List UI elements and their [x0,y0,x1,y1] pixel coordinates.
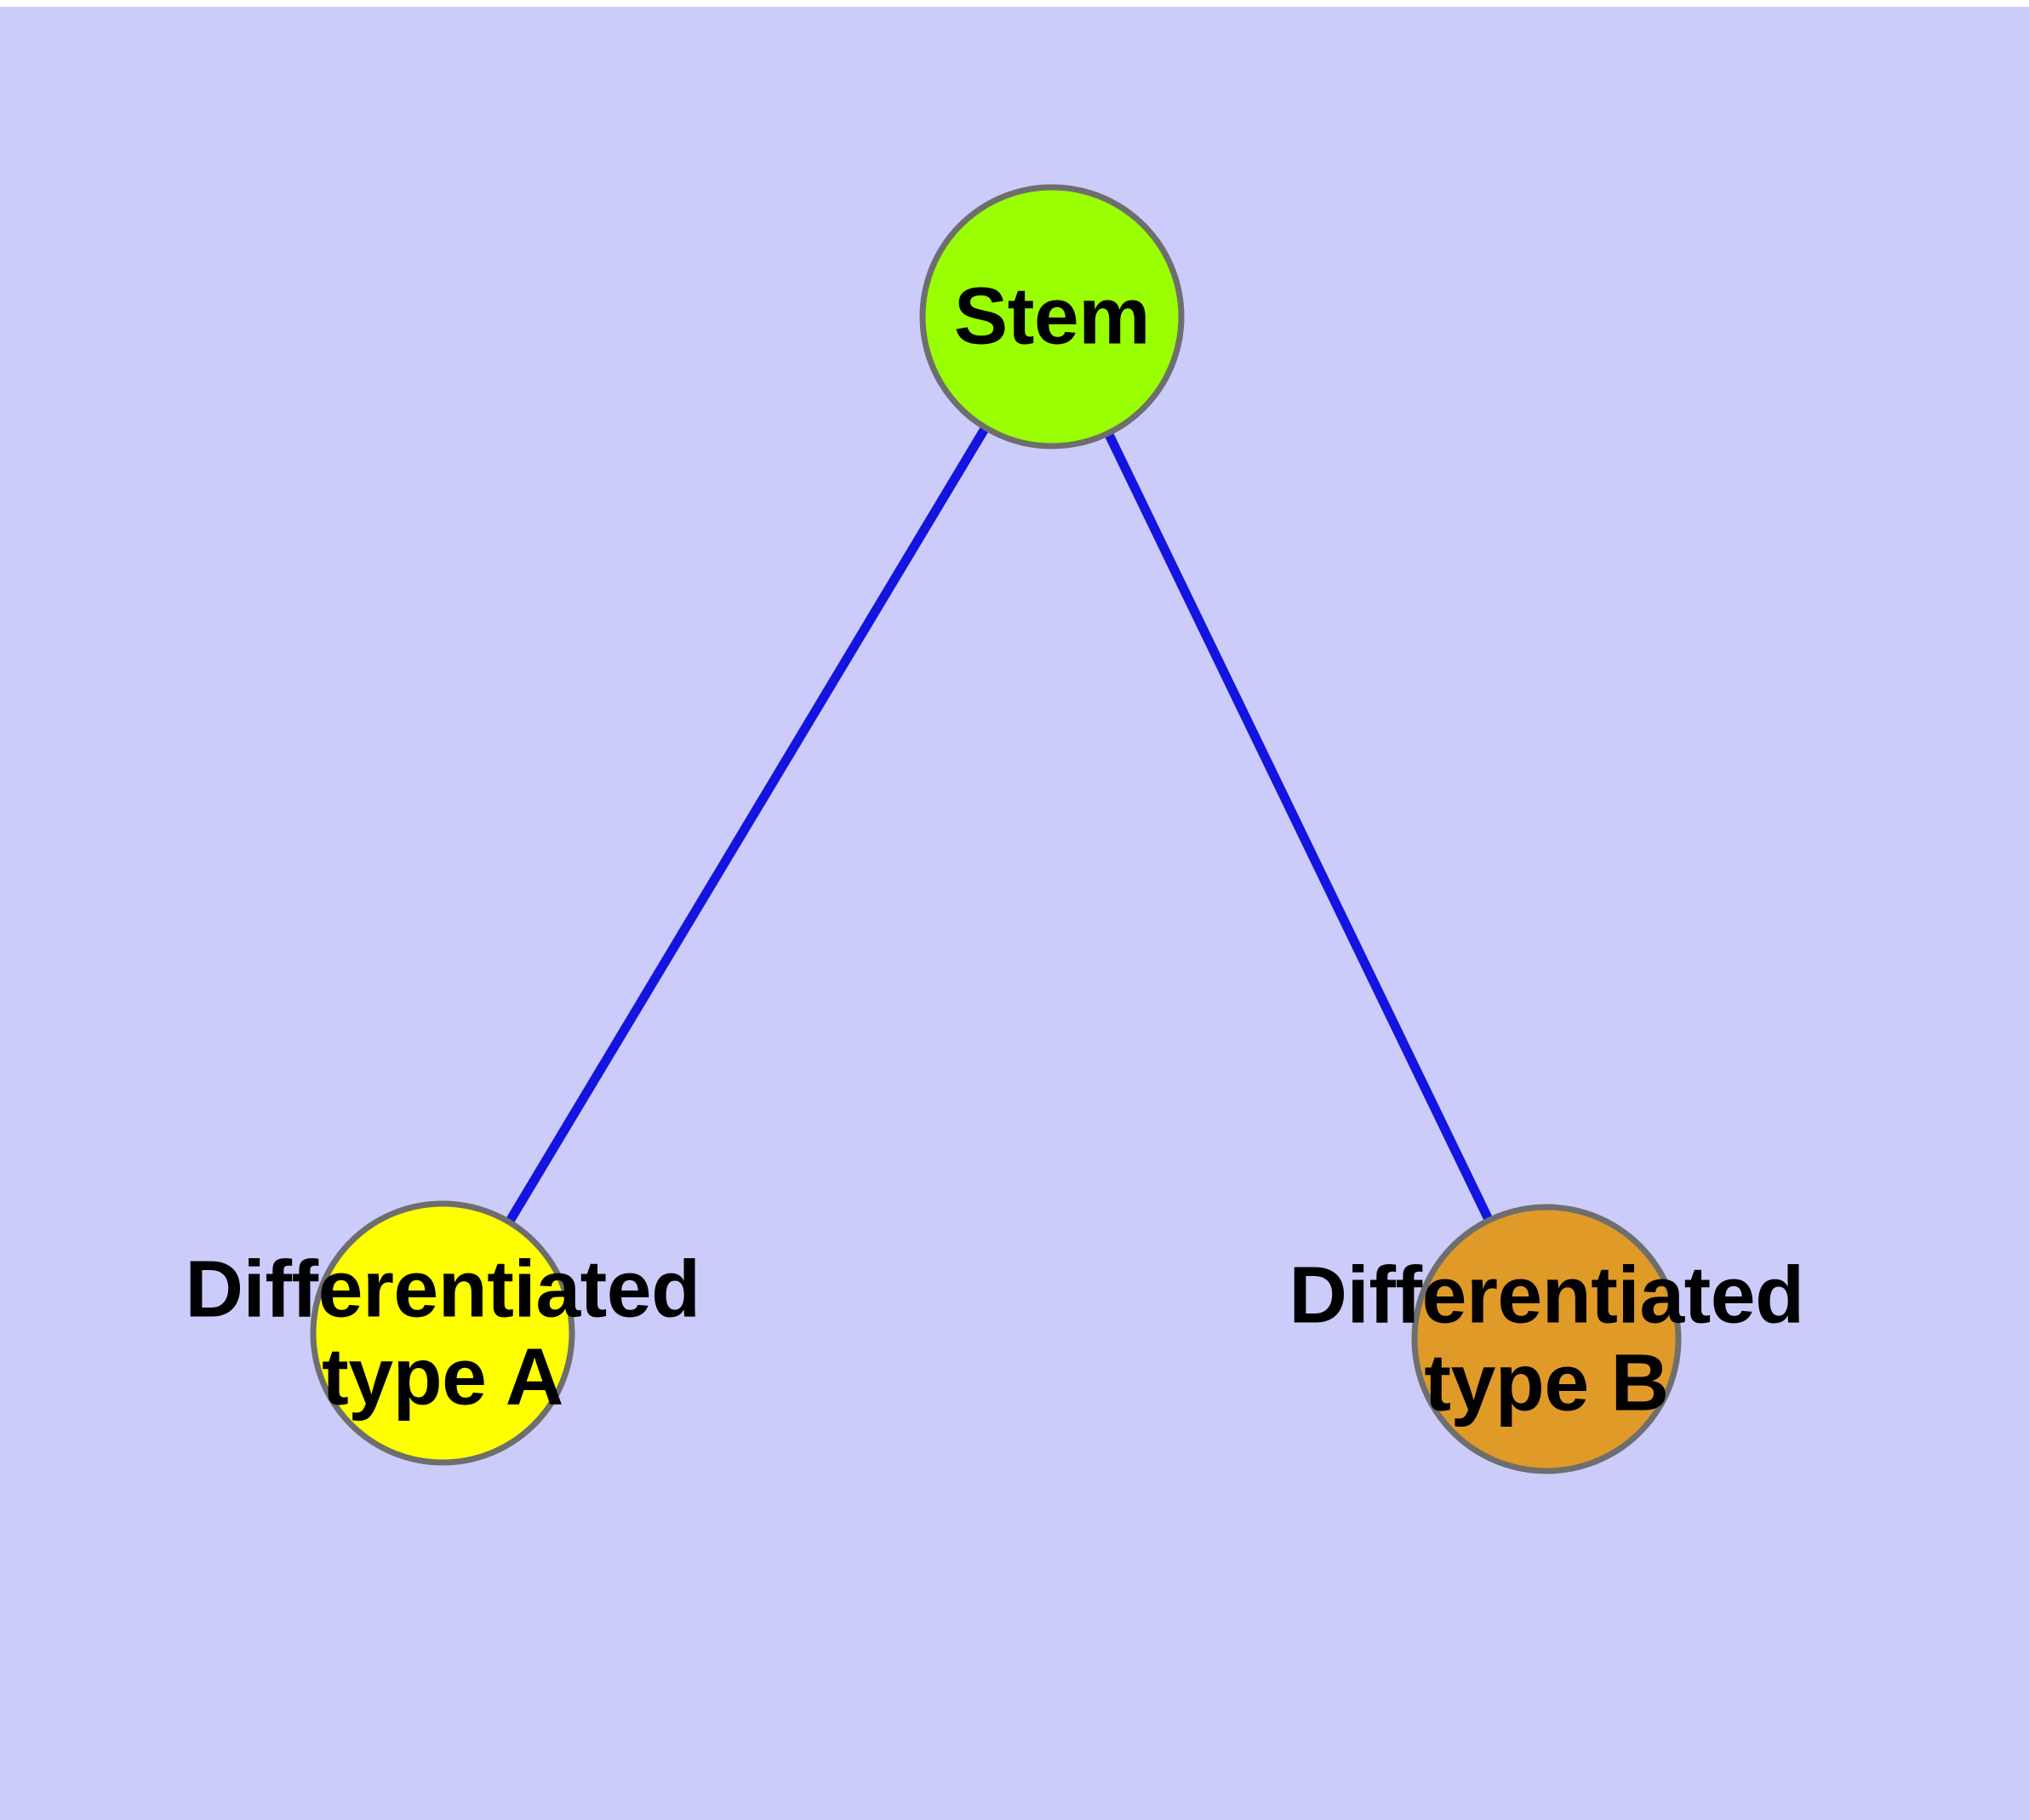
node-stem[interactable] [919,184,1185,449]
node-diff_a[interactable] [310,1200,575,1466]
edges-layer [505,425,1494,1225]
edge-stem-to-b[interactable] [1104,431,1494,1222]
nodes-layer [310,184,1682,1474]
node-diff_b[interactable] [1411,1204,1682,1474]
edge-stem-to-a[interactable] [505,425,990,1225]
